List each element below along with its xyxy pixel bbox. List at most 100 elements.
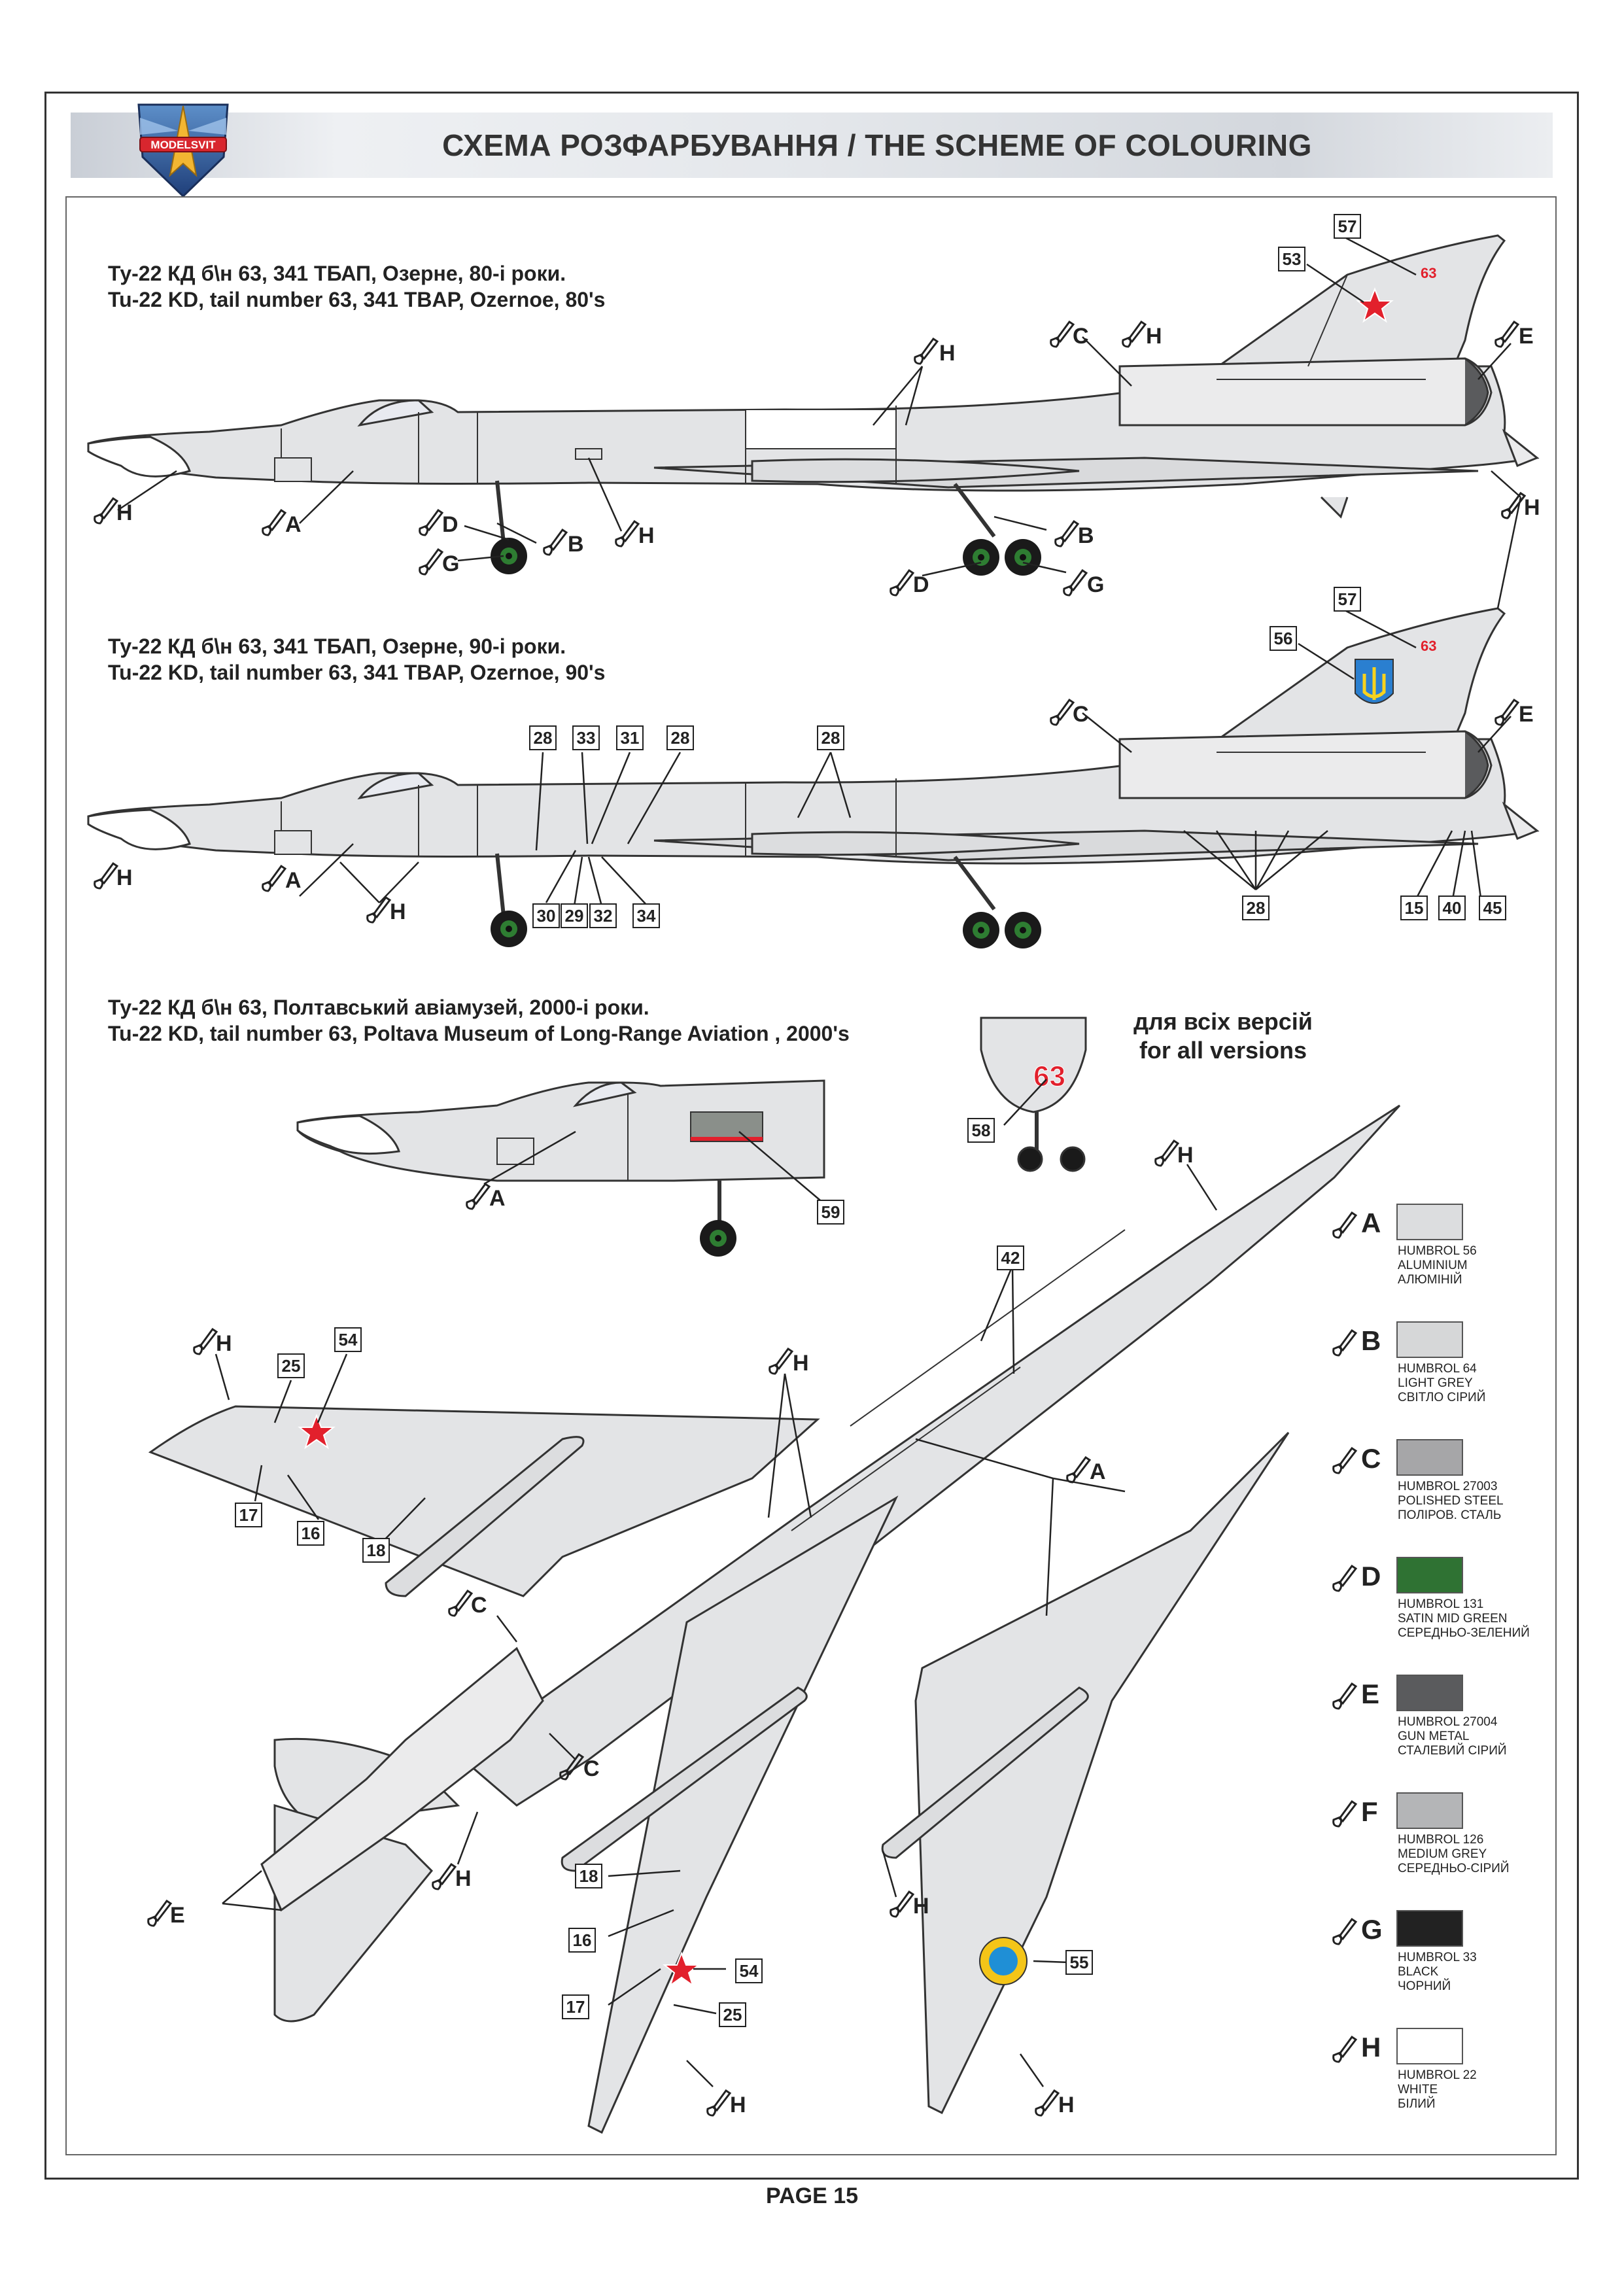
callout-p2-28d: 28 [1242,896,1270,920]
svg-text:16: 16 [302,1523,320,1543]
page-title: СХЕМА РОЗФАРБУВАННЯ / THE SCHEME OF COLO… [442,128,1312,162]
profile-3-aircraft [296,1079,825,1230]
svg-text:G: G [442,551,459,576]
svg-text:H: H [116,865,133,890]
legend-line: HUMBROL 27003 [1398,1480,1498,1493]
svg-text:40: 40 [1443,898,1462,918]
svg-text:C: C [1073,324,1089,349]
callout-top-18a: 18 [362,1538,390,1563]
callout-p2-40: 40 [1438,896,1466,920]
legend-line: СЕРЕДНЬО-СІРИЙ [1398,1862,1510,1875]
svg-text:17: 17 [566,1997,585,2017]
svg-text:H: H [1058,2093,1075,2117]
svg-text:28: 28 [671,728,690,748]
svg-text:H: H [455,1866,472,1891]
paint-brush-icon [1332,1917,1358,1945]
svg-text:56: 56 [1274,629,1293,648]
svg-text:C: C [583,1756,600,1781]
svg-text:17: 17 [239,1505,258,1525]
svg-text:H: H [913,1894,929,1919]
callout-top-17a: 17 [235,1503,262,1527]
svg-text:55: 55 [1070,1953,1089,1972]
color-swatch [1396,1321,1463,1358]
nose-art-emblem [690,1111,763,1142]
legend-line: СВІТЛО СІРИЙ [1398,1391,1486,1404]
svg-text:H: H [730,2093,746,2117]
svg-text:H: H [939,341,956,366]
svg-text:45: 45 [1483,898,1502,918]
legend-line: SATIN MID GREEN [1398,1612,1508,1626]
svg-text:E: E [170,1903,185,1928]
svg-text:H: H [1177,1143,1194,1168]
legend-line: HUMBROL 22 [1398,2068,1477,2082]
svg-text:25: 25 [723,2005,742,2025]
color-swatch [1396,1204,1463,1240]
svg-text:A: A [1090,1459,1106,1484]
svg-text:G: G [1087,572,1104,597]
svg-text:H: H [793,1351,809,1376]
callout-p2-29: 29 [561,903,588,928]
svg-text:E: E [1519,702,1534,727]
paint-brush-icon [1332,1800,1358,1828]
callout-top-54b: 54 [735,1958,763,1983]
svg-text:18: 18 [367,1540,386,1560]
callout-top-54a: 54 [334,1327,362,1352]
callout-p2-32: 32 [589,903,617,928]
ukraine-trident-emblem [1355,659,1394,704]
svg-text:H: H [638,523,655,548]
paint-brush-icon [1332,1329,1358,1357]
svg-text:B: B [1078,523,1094,548]
legend-line: ALUMINIUM [1398,1259,1468,1272]
svg-text:28: 28 [534,728,553,748]
svg-text:58: 58 [972,1121,991,1140]
legend-letter: F [1361,1796,1378,1827]
svg-text:34: 34 [637,906,656,926]
callout-top-16a: 16 [297,1521,324,1546]
legend-letter: B [1361,1325,1381,1356]
modelsvit-logo: MODELSVIT [137,103,229,196]
svg-text:31: 31 [621,728,640,748]
svg-text:42: 42 [1001,1248,1020,1268]
callout-top-16b: 16 [568,1928,596,1953]
legend-letter: D [1361,1561,1381,1592]
svg-text:A: A [285,512,302,537]
callout-top-42: 42 [997,1245,1024,1270]
callout-p2-15: 15 [1400,896,1428,920]
svg-text:57: 57 [1338,217,1357,236]
legend-line: POLISHED STEEL [1398,1494,1504,1508]
callout-p3-58: 58 [967,1118,995,1143]
callout-p2-31: 31 [616,725,644,750]
legend-line: GUN METAL [1398,1730,1470,1743]
svg-text:H: H [216,1331,232,1356]
svg-text:H: H [390,899,406,924]
callout-top-25b: 25 [719,2002,746,2027]
tail-number-2: 63 [1421,638,1436,654]
legend-line: HUMBROL 64 [1398,1362,1477,1376]
legend-line: АЛЮМІНІЙ [1398,1273,1462,1287]
callout-p2-28c: 28 [817,725,844,750]
svg-text:32: 32 [594,906,613,926]
legend-letter: E [1361,1679,1380,1709]
callout-p2-28a: 28 [529,725,557,750]
svg-text:29: 29 [565,906,584,926]
callout-p1-57: 57 [1334,214,1361,239]
svg-text:28: 28 [821,728,840,748]
svg-text:B: B [568,532,584,557]
svg-text:59: 59 [821,1202,840,1222]
svg-text:A: A [489,1186,506,1211]
legend-line: BLACK [1398,1965,1439,1979]
legend-letter: C [1361,1443,1381,1474]
callout-top-18b: 18 [575,1864,602,1888]
